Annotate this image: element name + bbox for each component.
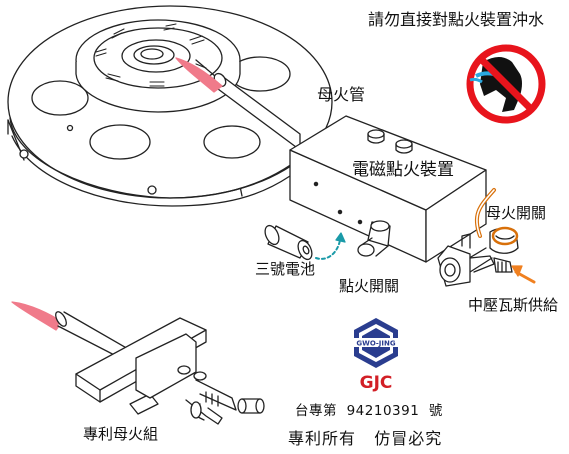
ignition-switch-knob <box>357 220 391 257</box>
gwo-jing-logo: GWO-JING GJC <box>354 318 398 393</box>
patent-set-label: 專利母火組 <box>83 425 159 443</box>
patent-number: 台專第 94210391 號 <box>295 403 443 419</box>
pilot-tube-label: 母火管 <box>317 85 366 104</box>
battery-insert-arrow <box>315 239 341 260</box>
battery-label: 三號電池 <box>255 260 316 278</box>
gas-supply-label: 中壓瓦斯供給 <box>468 296 559 314</box>
igniter-box <box>289 115 487 263</box>
logo-bottom-text: GJC <box>360 373 393 393</box>
no-water-warning-icon <box>466 44 546 124</box>
rights-notice: 專利所有 仿冒必究 <box>288 429 443 448</box>
igniter-label: 電磁點火裝置 <box>352 160 454 180</box>
pilot-valve-label: 母火開關 <box>486 204 547 222</box>
logo-top-text: GWO-JING <box>356 340 396 348</box>
gas-fitting <box>437 233 513 287</box>
ignition-switch-label: 點火開關 <box>339 277 400 295</box>
patent-pilot-set <box>11 301 265 425</box>
pilot-valve <box>465 226 519 273</box>
pilot-tube <box>175 57 301 151</box>
warning-label: 請勿直接對點火裝置沖水 <box>368 10 545 29</box>
burner-crown <box>75 19 241 113</box>
battery <box>264 224 313 261</box>
